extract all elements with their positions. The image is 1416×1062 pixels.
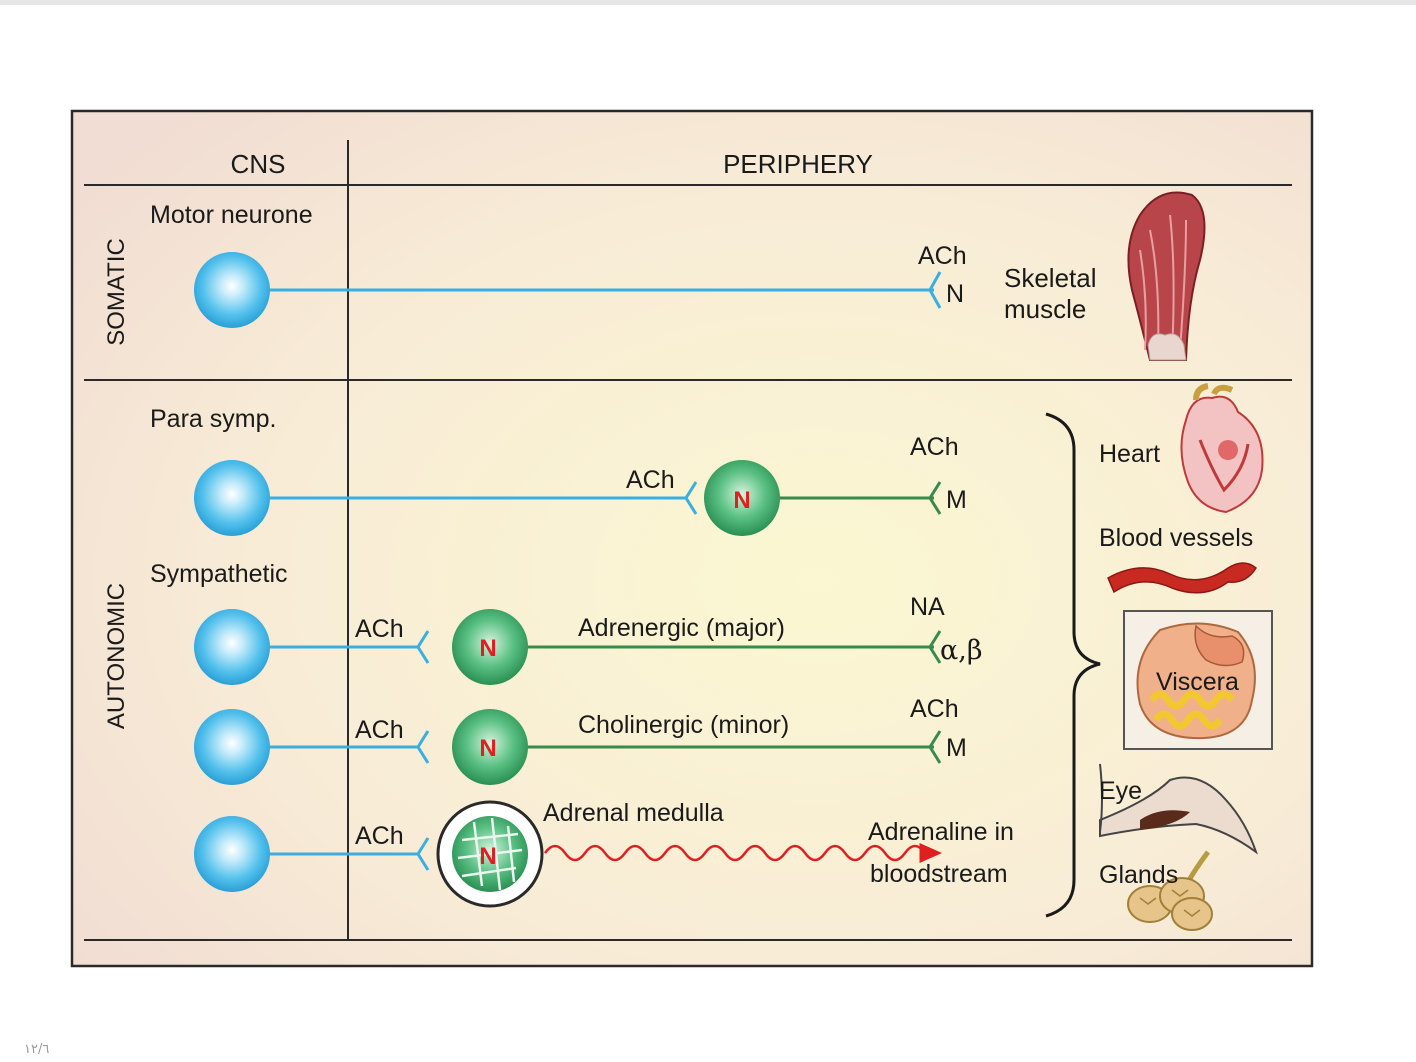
viscera-label: Viscera bbox=[1156, 668, 1239, 696]
autonomic-label: AUTONOMIC bbox=[103, 583, 130, 729]
adrenaline-label-line1: Adrenaline in bbox=[868, 818, 1014, 846]
motor-transmitter: ACh bbox=[918, 242, 967, 270]
para-ganglion-label: N bbox=[733, 487, 750, 514]
adrenaline-wave bbox=[543, 843, 942, 863]
blood-vessel-icon bbox=[1107, 562, 1257, 594]
motor-neuron-cell bbox=[194, 252, 270, 328]
skeletal-muscle-icon bbox=[1127, 191, 1206, 361]
para-ganglion-synapse-symbol bbox=[684, 481, 698, 515]
adrenal-neuron-cell bbox=[194, 816, 270, 892]
adr-fibre-label: Adrenergic (major) bbox=[578, 614, 785, 642]
adrenal-transmitter: ACh bbox=[355, 822, 404, 850]
periphery-header: PERIPHERY bbox=[723, 149, 873, 179]
adrenal-medulla-cell bbox=[436, 800, 544, 908]
muscle-label: muscle bbox=[1004, 294, 1086, 324]
para-ganglion bbox=[704, 460, 780, 536]
motor-neurone-label: Motor neurone bbox=[150, 201, 313, 229]
page-number: ١٢/٦ bbox=[24, 1042, 50, 1057]
adrenal-medulla-label: Adrenal medulla bbox=[543, 799, 724, 827]
adr-ganglion bbox=[452, 609, 528, 685]
chol-ganglion bbox=[452, 709, 528, 785]
motor-receptor: N bbox=[946, 280, 964, 308]
adr-ganglion-synapse-symbol bbox=[416, 630, 430, 664]
adrenal-synapse-symbol bbox=[416, 837, 430, 871]
chol-ganglion-label: N bbox=[479, 735, 496, 762]
adr-receptor: α,β bbox=[940, 635, 982, 666]
adr-ganglion-transmitter: ACh bbox=[355, 615, 404, 643]
chol-neuron-cell bbox=[194, 709, 270, 785]
motor-receptor-symbol bbox=[928, 271, 942, 309]
cns-header: CNS bbox=[231, 149, 286, 179]
glands-label: Glands bbox=[1099, 861, 1178, 889]
chol-fibre-label: Cholinergic (minor) bbox=[578, 711, 789, 739]
sympathetic-label: Sympathetic bbox=[150, 560, 288, 588]
skeletal-label: Skeletal bbox=[1004, 263, 1097, 293]
chol-receptor: M bbox=[946, 734, 967, 762]
adrenal-ganglion-label: N bbox=[479, 843, 496, 870]
eye-icon bbox=[1099, 763, 1258, 855]
para-neuron-cell bbox=[194, 460, 270, 536]
gland-icon bbox=[1127, 850, 1213, 931]
chol-receptor-symbol bbox=[928, 730, 942, 764]
adrenaline-label-line2: bloodstream bbox=[870, 860, 1008, 888]
chol-ganglion-transmitter: ACh bbox=[355, 716, 404, 744]
para-receptor-symbol bbox=[928, 481, 942, 515]
para-transmitter: ACh bbox=[910, 433, 959, 461]
para-receptor: M bbox=[946, 486, 967, 514]
heart-label: Heart bbox=[1099, 440, 1160, 468]
viscera-icon bbox=[1123, 610, 1273, 750]
adr-receptor-symbol bbox=[928, 630, 942, 664]
chol-ganglion-synapse-symbol bbox=[416, 730, 430, 764]
top-bar bbox=[0, 0, 1416, 5]
eye-label: Eye bbox=[1099, 777, 1142, 805]
targets-brace bbox=[1045, 412, 1101, 918]
somatic-label: SOMATIC bbox=[103, 238, 130, 346]
chol-transmitter: ACh bbox=[910, 695, 959, 723]
heart-icon bbox=[1180, 383, 1264, 514]
adr-transmitter: NA bbox=[910, 593, 945, 621]
adr-ganglion-label: N bbox=[479, 635, 496, 662]
adr-neuron-cell bbox=[194, 609, 270, 685]
parasympathetic-label: Para symp. bbox=[150, 405, 276, 433]
blood-vessels-label: Blood vessels bbox=[1099, 524, 1253, 552]
para-ganglion-transmitter: ACh bbox=[626, 466, 675, 494]
